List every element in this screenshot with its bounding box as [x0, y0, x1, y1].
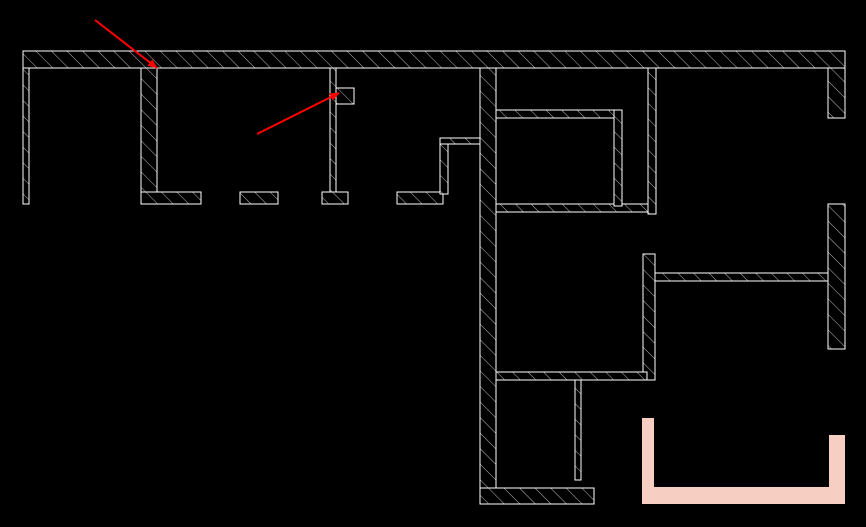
- inner-room-wall-right: [647, 67, 657, 215]
- annotation-arrow-1: [94, 19, 158, 69]
- highlighted-u-wall[interactable]: [642, 418, 845, 504]
- wall-fragment-middle: [239, 191, 279, 205]
- stepped-wall-top: [439, 137, 481, 145]
- closet-right-wall: [613, 109, 623, 207]
- partition-foot: [321, 191, 349, 205]
- corridor-top-wall: [654, 272, 829, 282]
- annotation-arrow-2: [256, 92, 340, 135]
- thin-partition: [329, 67, 337, 193]
- small-room-right-wall: [574, 379, 582, 481]
- stepped-wall-vertical: [439, 137, 449, 195]
- stepped-wall-bottom: [396, 191, 444, 205]
- left-outer-wall-stub: [22, 67, 30, 205]
- window-detail-box: [335, 87, 355, 105]
- top-outer-wall: [22, 50, 846, 69]
- lower-horizontal-wall: [495, 371, 648, 381]
- central-vertical-wall: [479, 67, 497, 505]
- left-room-bottom-wall: [140, 191, 202, 205]
- corridor-left-wall: [642, 253, 656, 381]
- closet-top-wall: [495, 109, 621, 119]
- right-outer-wall-upper: [827, 67, 846, 119]
- right-outer-wall-middle: [827, 203, 846, 350]
- bottom-wall: [479, 487, 595, 505]
- inner-room-wall-bottom: [495, 203, 649, 213]
- left-room-wall: [140, 67, 158, 193]
